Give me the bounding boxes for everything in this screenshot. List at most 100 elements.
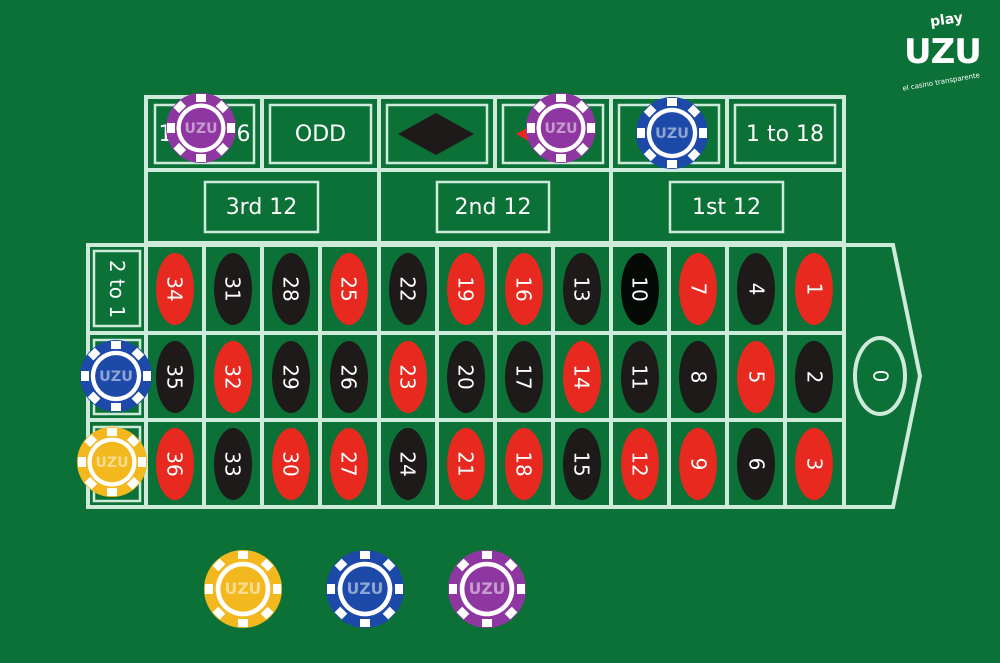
number-cell-31[interactable]: 31 — [214, 253, 252, 325]
number-label: 12 — [627, 451, 652, 477]
number-label: 22 — [395, 276, 420, 302]
number-cell-5[interactable]: 5 — [737, 341, 775, 413]
placed-chip-purple[interactable]: UZU — [166, 93, 236, 167]
number-cell-24[interactable]: 24 — [389, 428, 427, 500]
number-label: 13 — [569, 276, 594, 302]
number-label: 35 — [162, 364, 187, 390]
number-label: 36 — [162, 451, 187, 477]
black-diamond-icon — [398, 113, 474, 155]
number-cell-6[interactable]: 6 — [737, 428, 775, 500]
zero-label: 0 — [867, 369, 892, 383]
bet-3rd-12[interactable]: 3rd 12 — [225, 194, 298, 220]
number-cell-13[interactable]: 13 — [563, 253, 601, 325]
number-cell-21[interactable]: 21 — [447, 428, 485, 500]
svg-text:UZU: UZU — [185, 121, 218, 137]
number-cell-34[interactable]: 34 — [156, 253, 194, 325]
svg-text:UZU: UZU — [545, 121, 578, 137]
number-label: 24 — [395, 451, 420, 477]
number-cell-36[interactable]: 36 — [156, 428, 194, 500]
number-cell-9[interactable]: 9 — [679, 428, 717, 500]
number-cell-15[interactable]: 15 — [563, 428, 601, 500]
number-label: 28 — [278, 276, 303, 302]
number-label: 9 — [685, 457, 710, 471]
placed-chip-blue[interactable]: UZU — [636, 97, 708, 173]
number-label: 34 — [162, 276, 187, 302]
number-label: 32 — [220, 364, 245, 390]
number-cell-30[interactable]: 30 — [272, 428, 310, 500]
number-label: 30 — [278, 451, 303, 477]
number-cell-7[interactable]: 7 — [679, 253, 717, 325]
placed-chip-blue[interactable]: UZU — [80, 340, 152, 416]
number-cell-23[interactable]: 23 — [389, 341, 427, 413]
number-label: 25 — [336, 276, 361, 302]
number-label: 31 — [220, 276, 245, 302]
number-label: 17 — [511, 364, 536, 390]
number-label: 4 — [743, 282, 768, 296]
bet-zero[interactable]: 0 — [855, 338, 905, 414]
number-cell-8[interactable]: 8 — [679, 341, 717, 413]
number-cell-11[interactable]: 11 — [621, 341, 659, 413]
number-cell-18[interactable]: 18 — [505, 428, 543, 500]
number-label: 20 — [453, 364, 478, 390]
number-label: 15 — [569, 451, 594, 477]
number-cell-12[interactable]: 12 — [621, 428, 659, 500]
number-label: 23 — [395, 364, 420, 390]
bet-column-top[interactable]: 2 to 1 — [94, 251, 140, 326]
playuzu-logo: play UZU el casino transparente — [900, 10, 990, 95]
number-cell-26[interactable]: 26 — [330, 341, 368, 413]
logo-uzu-text: UZU — [904, 32, 982, 72]
number-label: 16 — [511, 276, 536, 302]
svg-text:UZU: UZU — [347, 580, 384, 598]
number-label: 5 — [743, 370, 768, 384]
number-label: 2 — [801, 370, 826, 384]
number-cell-20[interactable]: 20 — [447, 341, 485, 413]
svg-text:UZU: UZU — [96, 455, 129, 471]
number-label: 33 — [220, 451, 245, 477]
number-cell-28[interactable]: 28 — [272, 253, 310, 325]
number-cell-27[interactable]: 27 — [330, 428, 368, 500]
number-label: 10 — [627, 276, 652, 302]
bet-2nd-12[interactable]: 2nd 12 — [454, 194, 532, 220]
bet-1-to-18[interactable]: 1 to 18 — [745, 121, 825, 147]
number-cell-10[interactable]: 10 — [621, 253, 659, 325]
number-label: 21 — [453, 451, 478, 477]
number-cell-17[interactable]: 17 — [505, 341, 543, 413]
tray-chip-yellow[interactable]: UZU — [204, 550, 282, 632]
number-label: 8 — [685, 370, 710, 384]
number-cell-25[interactable]: 25 — [330, 253, 368, 325]
number-label: 27 — [336, 451, 361, 477]
number-cell-32[interactable]: 32 — [214, 341, 252, 413]
svg-text:UZU: UZU — [469, 580, 506, 598]
number-cell-3[interactable]: 3 — [795, 428, 833, 500]
number-cell-1[interactable]: 1 — [795, 253, 833, 325]
column-bet-label: 2 to 1 — [105, 259, 129, 318]
number-label: 29 — [278, 364, 303, 390]
number-cell-33[interactable]: 33 — [214, 428, 252, 500]
number-cell-14[interactable]: 14 — [563, 341, 601, 413]
bet-odd[interactable]: ODD — [294, 121, 347, 147]
number-cell-4[interactable]: 4 — [737, 253, 775, 325]
number-label: 26 — [336, 364, 361, 390]
number-label: 18 — [511, 451, 536, 477]
logo-play-text: play — [929, 9, 964, 31]
number-cell-29[interactable]: 29 — [272, 341, 310, 413]
tray-chip-purple[interactable]: UZU — [448, 550, 526, 632]
number-label: 11 — [627, 364, 652, 390]
tray-chip-blue[interactable]: UZU — [326, 550, 404, 632]
number-cell-16[interactable]: 16 — [505, 253, 543, 325]
number-cell-35[interactable]: 35 — [156, 341, 194, 413]
svg-text:UZU: UZU — [655, 126, 689, 142]
number-label: 19 — [453, 276, 478, 302]
bet-black[interactable] — [387, 105, 487, 163]
placed-chip-yellow[interactable]: UZU — [77, 427, 147, 501]
number-cell-19[interactable]: 19 — [447, 253, 485, 325]
number-cell-2[interactable]: 2 — [795, 341, 833, 413]
number-label: 14 — [569, 364, 594, 390]
number-label: 7 — [685, 282, 710, 296]
logo-tagline: el casino transparente — [901, 71, 981, 93]
number-label: 1 — [801, 282, 826, 296]
number-cell-22[interactable]: 22 — [389, 253, 427, 325]
svg-text:UZU: UZU — [99, 369, 133, 385]
bet-1st-12[interactable]: 1st 12 — [691, 194, 762, 220]
placed-chip-purple[interactable]: UZU — [526, 93, 596, 167]
